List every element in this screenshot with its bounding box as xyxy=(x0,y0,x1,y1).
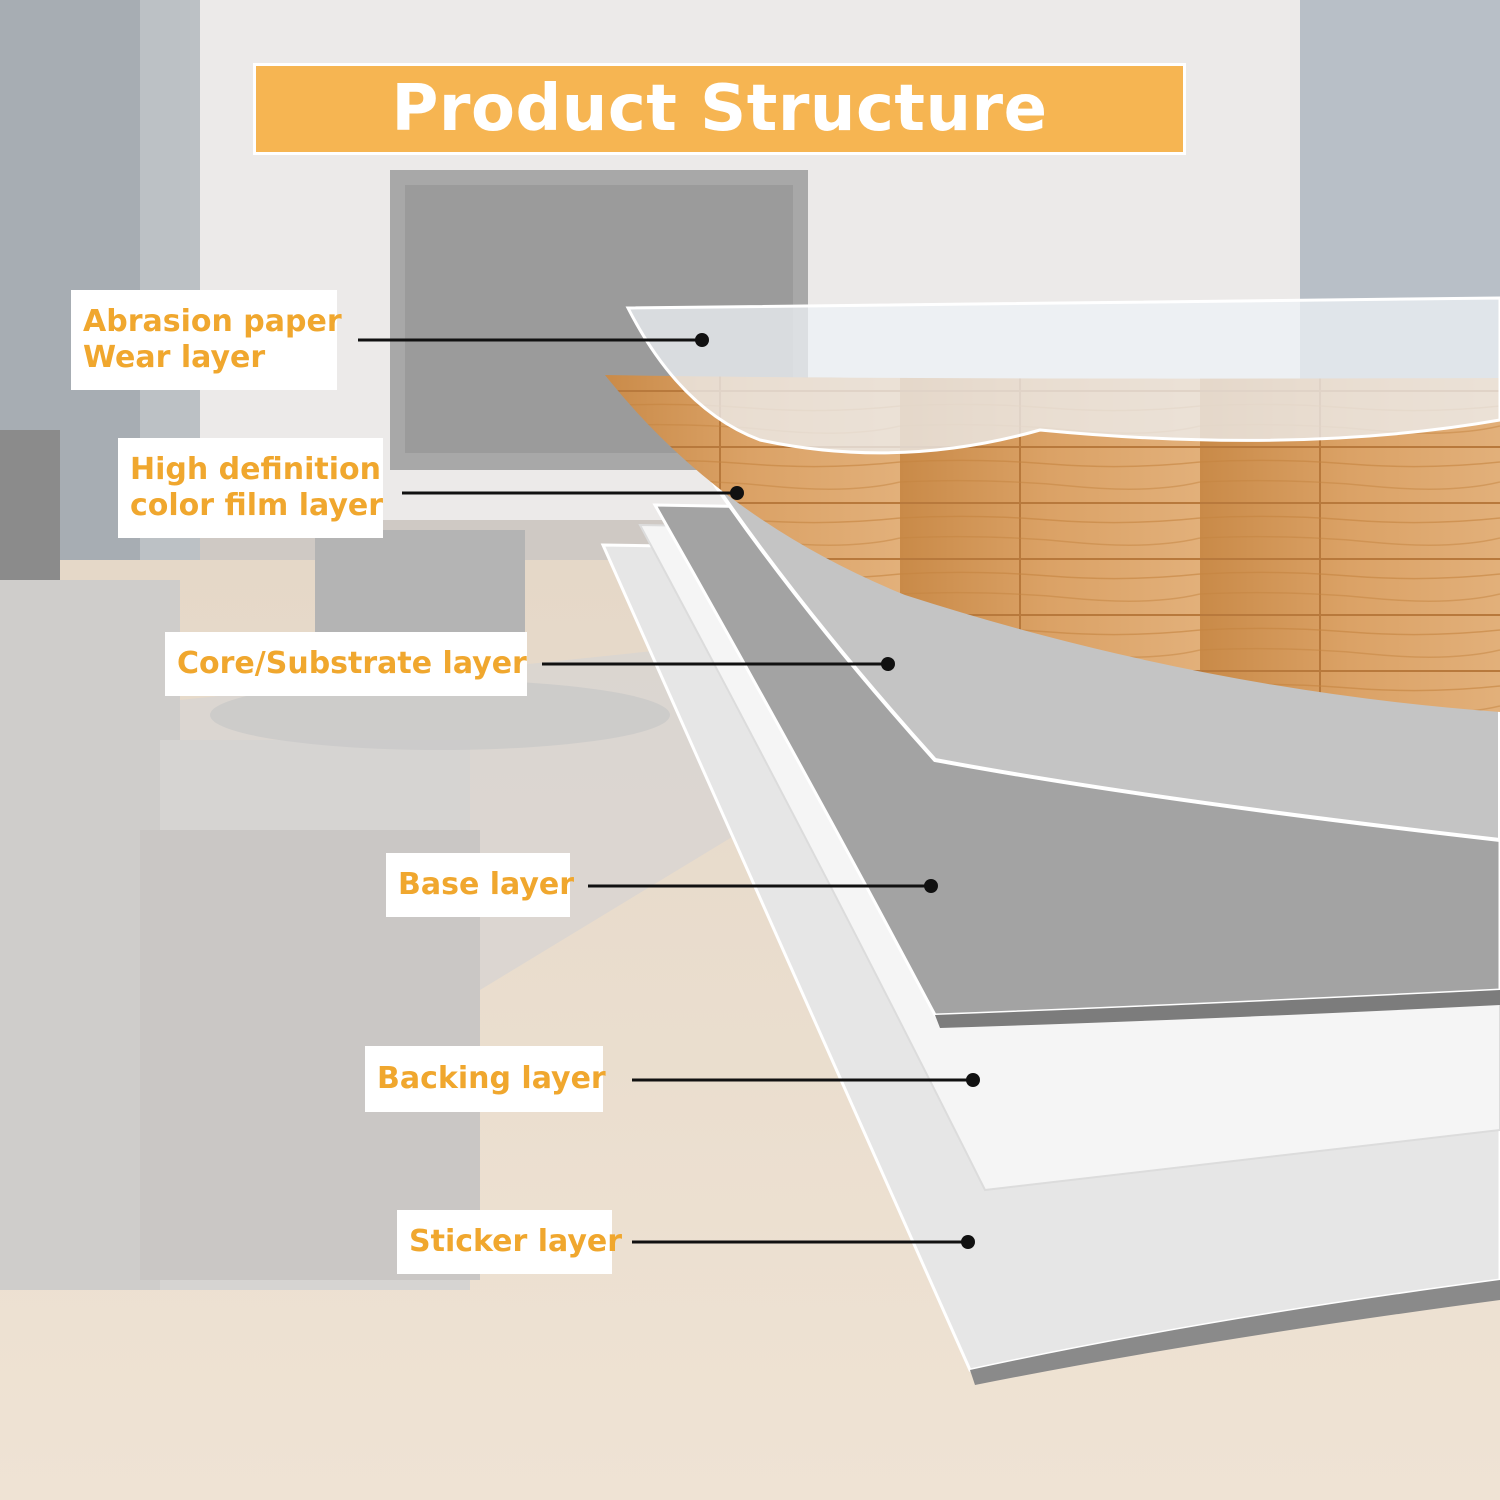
label-color-film-line-2: color film layer xyxy=(130,488,384,523)
label-wear-layer: Abrasion paper Wear layer xyxy=(71,290,342,390)
pointer-dot-color-film xyxy=(730,486,744,500)
color-film-layer-shape xyxy=(605,375,1500,712)
label-sticker-layer: Sticker layer xyxy=(397,1210,623,1274)
label-wear-line-1: Abrasion paper xyxy=(83,304,342,339)
label-backing-layer: Backing layer xyxy=(365,1046,606,1112)
label-sticker-line-1: Sticker layer xyxy=(409,1224,623,1259)
cushion xyxy=(0,430,60,580)
label-core-layer: Core/Substrate layer xyxy=(165,632,527,696)
pointers xyxy=(358,333,980,1249)
pointer-dot-sticker xyxy=(961,1235,975,1249)
label-color-film-line-1: High definition xyxy=(130,452,381,487)
label-core-line-1: Core/Substrate layer xyxy=(177,646,527,681)
layer-stack xyxy=(600,296,1500,1385)
label-backing-line-1: Backing layer xyxy=(377,1061,606,1096)
title-banner: Product Structure xyxy=(253,63,1186,155)
page-title: Product Structure xyxy=(391,72,1048,146)
label-base-layer: Base layer xyxy=(386,853,575,917)
sticker-layer-edge xyxy=(970,1280,1500,1385)
wear-layer-shape xyxy=(625,296,1500,455)
coffee-table xyxy=(210,680,670,750)
base-layer-edge xyxy=(935,990,1500,1028)
pointer-dot-backing xyxy=(966,1073,980,1087)
label-base-line-1: Base layer xyxy=(398,867,575,902)
label-wear-line-2: Wear layer xyxy=(83,340,266,375)
pointer-dot-wear xyxy=(695,333,709,347)
label-color-film-layer: High definition color film layer xyxy=(118,438,383,538)
pointer-dot-core xyxy=(881,657,895,671)
pointer-dot-base xyxy=(924,879,938,893)
